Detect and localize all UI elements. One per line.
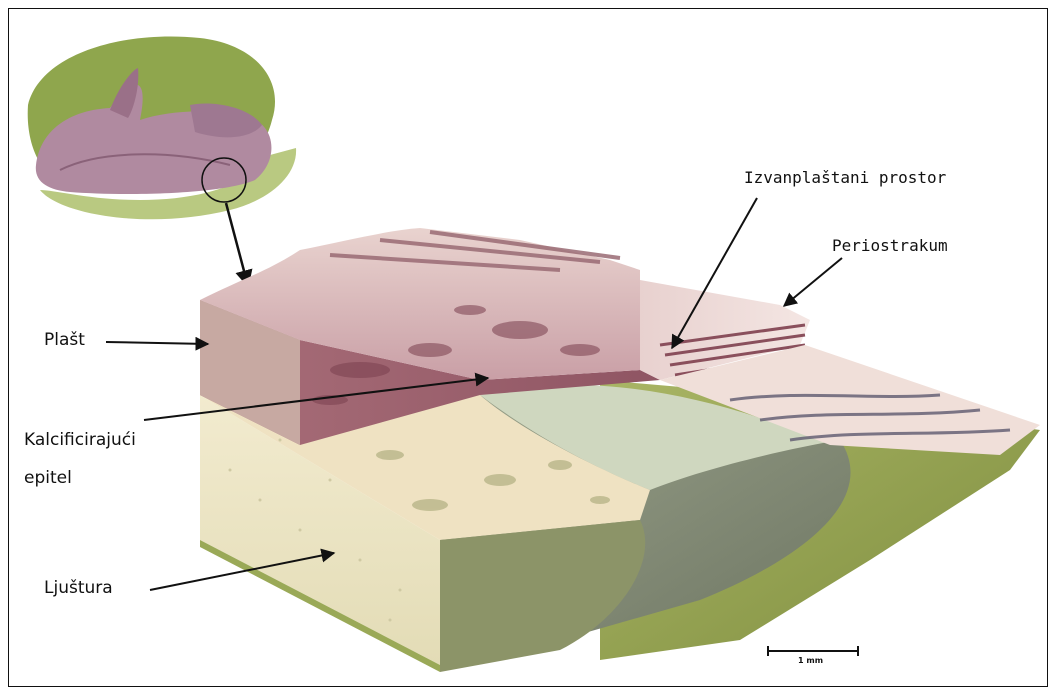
periostrakum-arrow [784, 258, 842, 306]
zoom-arrow [226, 203, 248, 286]
label-kalcificirajuci-line1: Kalcificirajući [24, 430, 136, 450]
plast-arrow [106, 342, 208, 344]
label-plast: Plašt [44, 330, 85, 350]
label-izvanplastani-prostor: Izvanplaštani prostor [744, 168, 946, 187]
label-periostrakum: Periostrakum [832, 236, 948, 255]
clam-inset-illustration [28, 37, 296, 220]
label-epitel-line2: epitel [24, 468, 72, 488]
label-ljustura: Ljuštura [44, 578, 113, 598]
scale-bar [768, 646, 858, 656]
block-cross-section [200, 228, 1040, 672]
scale-bar-label: 1 mm [798, 656, 823, 665]
